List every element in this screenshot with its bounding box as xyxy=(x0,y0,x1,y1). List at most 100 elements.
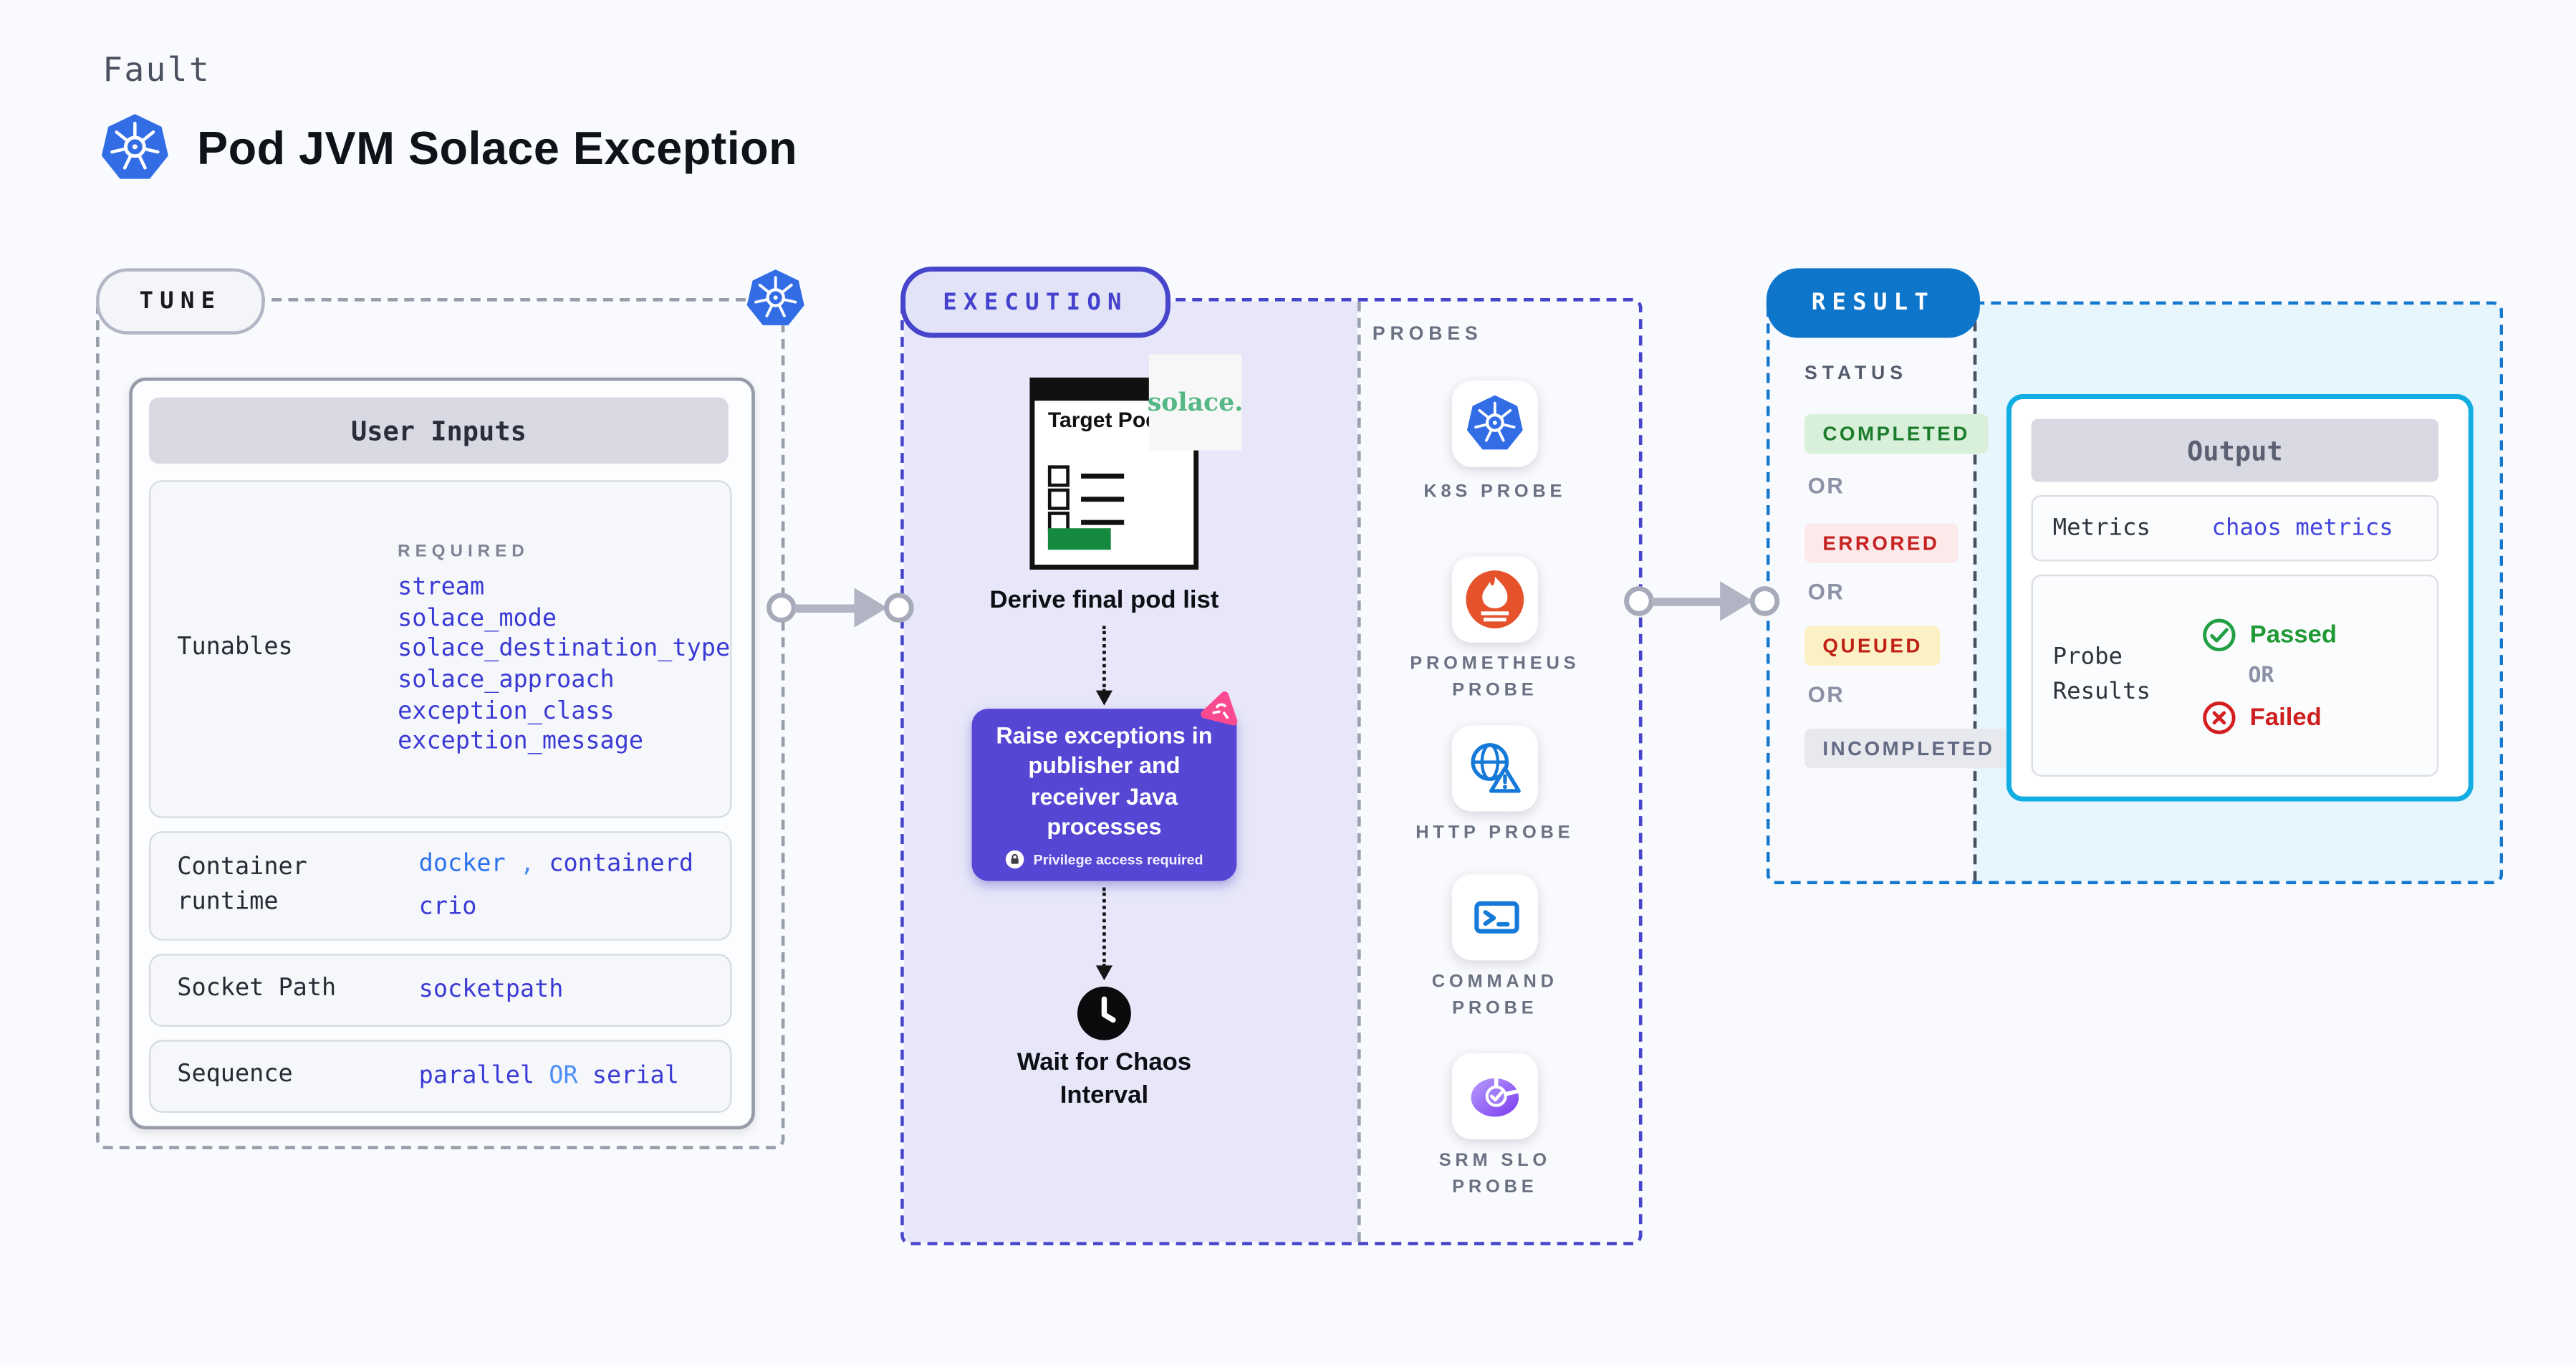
result-pill: RESULT xyxy=(1766,268,1980,338)
flow-arrow-execution-to-result xyxy=(1624,581,1780,621)
x-circle-icon xyxy=(2202,699,2237,734)
tunable-item: solace_mode xyxy=(398,605,557,633)
probe-card xyxy=(1451,725,1538,812)
privilege-label: Privilege access required xyxy=(1033,851,1203,868)
clock-icon xyxy=(1075,984,1134,1043)
output-title: Output xyxy=(2031,418,2439,482)
connector-dot xyxy=(1624,586,1654,616)
tunable-item: solace_approach xyxy=(398,667,615,694)
socket-path-row: Socket Path socketpath xyxy=(148,954,732,1027)
kubernetes-icon xyxy=(100,112,170,183)
or-label: OR xyxy=(1807,682,1845,707)
tunable-item: solace_destination_type xyxy=(398,636,731,664)
prometheus-icon xyxy=(1464,568,1527,631)
sequence-parallel: parallel xyxy=(418,1063,535,1090)
pod-checklist-item xyxy=(1047,465,1125,487)
derive-pod-list-step: Derive final pod list xyxy=(989,586,1219,615)
container-runtime-label: Container runtime xyxy=(177,854,307,916)
check-circle-icon xyxy=(2202,617,2237,652)
runtime-separator: , xyxy=(519,851,535,878)
checkbox-icon xyxy=(1047,488,1070,510)
sequence-row: Sequence parallel OR serial xyxy=(148,1040,732,1113)
status-badge-queued: QUEUED xyxy=(1804,626,1941,666)
tunable-item: stream xyxy=(398,574,485,601)
terminal-icon xyxy=(1464,886,1527,949)
arrow-line xyxy=(1652,597,1722,605)
failed-label: Failed xyxy=(2249,703,2322,732)
metrics-row: Metrics chaos metrics xyxy=(2031,494,2439,562)
arrow-head xyxy=(1720,581,1754,621)
container-runtime-row: Container runtime docker , containerd cr… xyxy=(148,831,732,941)
connector-dot xyxy=(1749,586,1780,616)
runtime-docker: docker xyxy=(418,851,506,878)
probe-result-failed: Failed xyxy=(2202,699,2437,734)
execution-pill: EXECUTION xyxy=(900,267,1171,338)
probes-title: PROBES xyxy=(1372,324,1483,345)
chaos-logo-icon xyxy=(1198,684,1245,730)
or-label: OR xyxy=(1807,473,1845,499)
confirm-button-graphic xyxy=(1047,528,1111,550)
solace-logo: solace. xyxy=(1148,354,1243,451)
down-arrow xyxy=(1095,626,1112,706)
metrics-value: chaos metrics xyxy=(2211,514,2393,542)
page-header: Pod JVM Solace Exception xyxy=(100,112,798,183)
probe-card xyxy=(1451,556,1538,643)
flow-arrow-tune-to-execution xyxy=(766,588,914,628)
status-badge-errored: ERRORED xyxy=(1804,523,1958,563)
output-panel: Output Metrics chaos metrics Probe Resul… xyxy=(2006,394,2474,802)
probe-label: SRM SLO PROBE xyxy=(1438,1151,1551,1197)
passed-label: Passed xyxy=(2249,620,2337,648)
runtime-crio: crio xyxy=(418,894,477,921)
probe-label: PROMETHEUS PROBE xyxy=(1410,653,1580,701)
text-line xyxy=(1081,520,1125,525)
arrow-head xyxy=(854,588,888,628)
checkbox-icon xyxy=(1047,465,1070,487)
runtime-containerd: containerd xyxy=(549,851,694,878)
probe-card xyxy=(1451,380,1538,467)
socket-path-label: Socket Path xyxy=(177,976,337,1003)
probe-results-row: Probe Results Passed OR Failed xyxy=(2031,574,2439,777)
slo-gauge-icon xyxy=(1462,1063,1528,1129)
socket-path-value: socketpath xyxy=(418,977,564,1004)
status-title: STATUS xyxy=(1804,364,1908,385)
sequence-or: OR xyxy=(549,1063,578,1090)
sequence-label: Sequence xyxy=(177,1062,293,1089)
connector-dot xyxy=(766,593,797,623)
execution-probes-divider xyxy=(1357,301,1361,1242)
down-arrow xyxy=(1095,887,1112,981)
chaos-action-step: Raise exceptions in publisher and receiv… xyxy=(971,709,1237,881)
probe-card xyxy=(1451,1053,1538,1139)
user-inputs-title: User Inputs xyxy=(148,397,729,464)
page-title: Pod JVM Solace Exception xyxy=(197,121,798,173)
sequence-serial: serial xyxy=(592,1063,679,1090)
status-badge-completed: COMPLETED xyxy=(1804,413,1989,454)
required-label: REQUIRED xyxy=(398,541,529,562)
text-line xyxy=(1081,497,1125,502)
probe-label: COMMAND PROBE xyxy=(1431,972,1558,1019)
wait-chaos-interval-step: Wait for Chaos Interval xyxy=(1017,1048,1192,1109)
tune-pill: TUNE xyxy=(96,268,265,335)
privilege-note: Privilege access required xyxy=(1005,849,1203,869)
user-inputs-card: User Inputs Tunables REQUIRED stream sol… xyxy=(129,377,755,1130)
arrow-line xyxy=(794,603,856,612)
or-label: OR xyxy=(1807,579,1845,605)
probe-label: HTTP PROBE xyxy=(1416,823,1575,843)
kubernetes-icon xyxy=(1465,394,1524,454)
tunable-item: exception_message xyxy=(398,729,644,756)
status-output-divider xyxy=(1973,305,1977,881)
metrics-label: Metrics xyxy=(2052,514,2151,542)
text-line xyxy=(1081,474,1125,479)
kubernetes-icon xyxy=(745,268,807,330)
status-badge-incompleted: INCOMPLETED xyxy=(1804,728,2013,769)
probe-card xyxy=(1451,874,1538,961)
lock-icon xyxy=(1005,849,1025,869)
fault-kicker: Fault xyxy=(102,49,211,90)
tunable-item: exception_class xyxy=(398,698,615,725)
globe-warning-icon xyxy=(1464,737,1527,800)
probe-result-passed: Passed xyxy=(2202,617,2437,652)
pod-checklist-item xyxy=(1047,488,1125,510)
or-label: OR xyxy=(2248,663,2274,689)
probe-label: K8S PROBE xyxy=(1423,482,1567,502)
tunables-label: Tunables xyxy=(177,635,293,662)
